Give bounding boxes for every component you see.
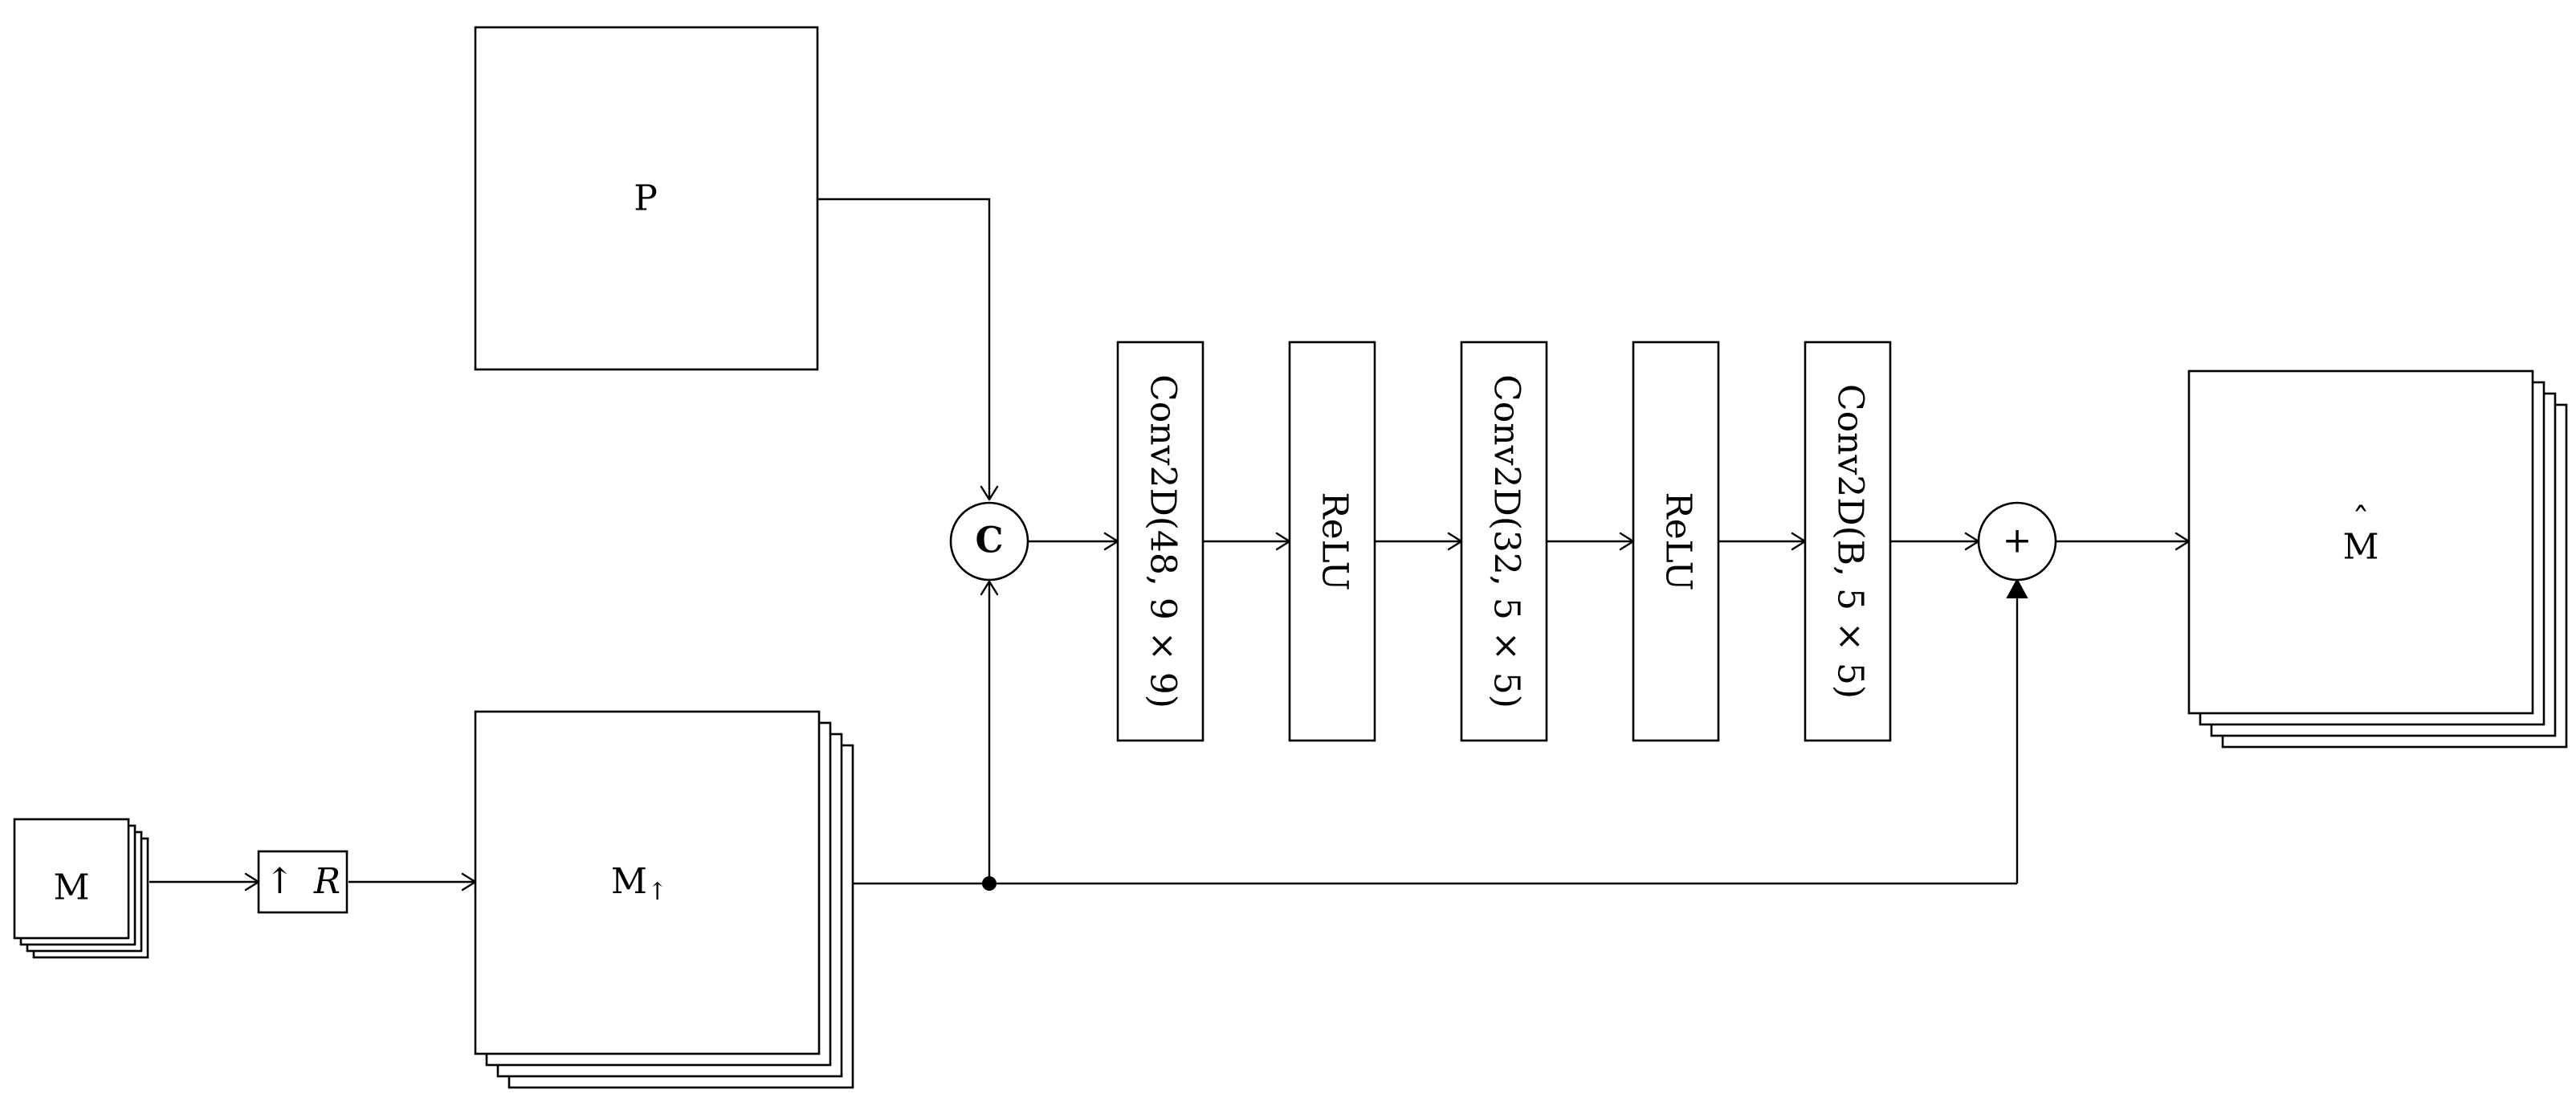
output-m-label: M [2342, 527, 2378, 568]
upsample-arrow-label: ↑ [265, 861, 295, 902]
edge-conv3-to-add [1890, 532, 1980, 551]
conv1-label: Conv2D(48, 9 × 9) [1143, 374, 1184, 708]
edge-m-to-upsample [149, 872, 260, 892]
conv2-block: Conv2D(32, 5 × 5) [1460, 341, 1548, 742]
svg-text:M↑: M↑ [611, 861, 667, 907]
m-up-label: M [611, 861, 647, 902]
p-label: P [634, 178, 658, 219]
relu2-block: ReLU [1632, 341, 1720, 742]
conv3-block: Conv2D(B, 5 × 5) [1804, 341, 1892, 742]
svg-text:↑ R: ↑ R [265, 861, 340, 902]
conv2-label: Conv2D(32, 5 × 5) [1486, 374, 1527, 708]
m-up-stack: M↑ [474, 710, 854, 1089]
edge-relu1-to-conv2 [1375, 532, 1463, 551]
input-m-stack: M [13, 818, 149, 959]
input-m-label: M [53, 867, 89, 908]
add-label: + [2003, 520, 2032, 561]
concat-node: C [949, 501, 1029, 582]
edge-mup-skip [853, 577, 2028, 891]
edge-conv1-to-relu1 [1203, 532, 1291, 551]
conv1-block: Conv2D(48, 9 × 9) [1116, 341, 1204, 742]
relu2-label: ReLU [1658, 492, 1699, 590]
edge-upsample-to-mup [348, 872, 477, 892]
concat-label: C [975, 520, 1003, 561]
upsample-block: ↑ R [257, 850, 348, 914]
relu1-label: ReLU [1314, 492, 1355, 590]
output-m-stack: ˆ M [2187, 369, 2568, 749]
upsample-var-label: R [313, 861, 340, 902]
edge-p-to-concat [817, 198, 999, 501]
p-block: P [474, 26, 819, 371]
relu1-block: ReLU [1288, 341, 1376, 742]
conv3-label: Conv2D(B, 5 × 5) [1830, 384, 1871, 699]
edge-concat-to-conv1 [1028, 532, 1119, 551]
edge-relu2-to-conv3 [1718, 532, 1807, 551]
edge-add-to-output [2056, 532, 2191, 551]
m-up-subscript: ↑ [647, 878, 667, 906]
add-node: + [1977, 501, 2057, 582]
output-m-hat: ˆ [2352, 501, 2370, 542]
edge-conv2-to-relu2 [1547, 532, 1635, 551]
